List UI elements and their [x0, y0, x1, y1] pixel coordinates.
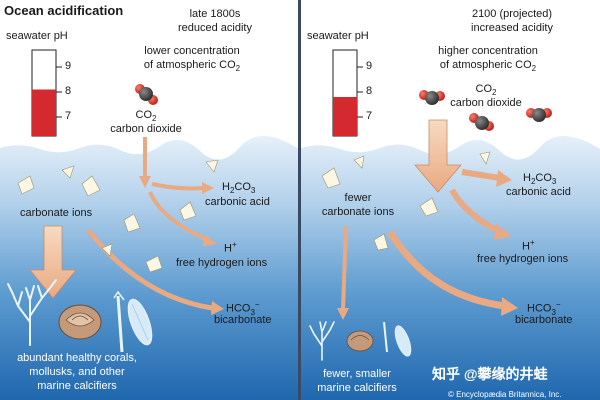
right-carbonate-line1: fewer	[344, 192, 372, 204]
right-era-line1: 2100 (projected)	[471, 8, 553, 20]
left-concentration-line2: of atmospheric CO2	[143, 59, 241, 74]
left-hydrogen-name: free hydrogen ions	[176, 257, 268, 269]
coral-left	[7, 279, 57, 346]
left-hydrogen-formula: H+	[224, 240, 237, 255]
right-ph-tick-7: 7	[366, 110, 373, 122]
right-concentration-line1: higher concentration	[438, 45, 538, 57]
right-carbonic-formula: H2CO3	[523, 172, 557, 187]
arrow-head-carbonic	[202, 182, 214, 194]
ph-thermometer-left	[31, 49, 62, 137]
arrow-head-co2	[139, 176, 151, 188]
left-bicarb-formula: HCO3−	[226, 300, 260, 317]
arrow-carbonate-to-bicarbonate	[86, 228, 213, 311]
left-carbonate-label: carbonate ions	[20, 207, 93, 219]
right-carbonic-name: carbonic acid	[506, 186, 571, 198]
arrow-r-head-hydrogen	[494, 224, 512, 240]
left-concentration-line1: lower concentration	[144, 45, 240, 57]
coccolith-left	[127, 298, 153, 346]
right-result-line1: fewer, smaller	[323, 368, 391, 380]
pteropod-left	[113, 290, 125, 353]
mollusk-shell-right	[346, 330, 374, 352]
right-concentration-line2: of atmospheric CO2	[439, 59, 537, 74]
right-carbonate-line2: carbonate ions	[321, 206, 395, 218]
carbonate-crystals-right	[321, 151, 491, 251]
arrow-r-head-calcifiers	[337, 308, 349, 320]
arrow-r-head-carbonic	[496, 170, 512, 187]
arrow-r-to-hydrogen	[449, 188, 502, 235]
right-co2-name: carbon dioxide	[450, 97, 522, 109]
coral-right	[309, 321, 335, 361]
arrow-to-hydrogen	[148, 191, 209, 242]
right-ph-label: seawater pH	[307, 30, 369, 42]
arrow-r-head-bicarbonate	[501, 297, 518, 316]
left-ph-label: seawater pH	[6, 30, 68, 42]
left-era-line1: late 1800s	[189, 8, 241, 20]
right-co2-formula: CO2	[475, 83, 497, 98]
coccolith-right	[394, 325, 412, 357]
carbonate-crystals-left	[17, 159, 219, 273]
arrow-to-carbonic-acid	[151, 182, 205, 191]
left-co2-formula: CO2	[135, 109, 157, 124]
watermark: 知乎 @攀缘的井蛙	[432, 366, 548, 382]
left-carbonic-formula: H2CO3	[222, 181, 256, 196]
left-era-line2: reduced acidity	[178, 22, 252, 34]
left-result-line1: abundant healthy corals,	[17, 352, 137, 364]
co2-molecule-right-2	[469, 113, 494, 131]
pteropod-right	[383, 321, 388, 353]
arrow-head-hydrogen	[203, 234, 217, 246]
right-bicarb-formula: HCO3−	[527, 300, 561, 317]
ph-thermometer-right	[332, 49, 363, 137]
right-hydrogen-name: free hydrogen ions	[477, 253, 569, 265]
right-ph-tick-8: 8	[366, 85, 373, 97]
left-result-line2: mollusks, and other	[29, 366, 125, 378]
diagram-title: Ocean acidification	[4, 3, 124, 18]
co2-molecule-left	[135, 84, 158, 105]
arrow-r-to-carbonic	[461, 169, 501, 181]
arrow-r-to-bicarbonate	[387, 230, 506, 310]
left-result-line3: marine calcifiers	[37, 380, 117, 392]
right-result-line2: marine calcifiers	[317, 382, 397, 394]
arrow-r-co2-big	[414, 119, 462, 193]
ph-level-left	[32, 89, 56, 136]
panel-divider	[298, 0, 301, 400]
right-bicarb-name: bicarbonate	[515, 314, 573, 326]
copyright: © Encyclopædia Britannica, Inc.	[448, 390, 562, 399]
left-ph-tick-8: 8	[65, 85, 72, 97]
co2-molecule-right-3	[526, 108, 552, 122]
right-ph-tick-9: 9	[366, 60, 373, 72]
left-ph-tick-7: 7	[65, 110, 72, 122]
left-carbonic-name: carbonic acid	[205, 196, 270, 208]
co2-molecule-right-1	[419, 90, 445, 105]
mollusk-shell-left	[58, 304, 102, 340]
left-ph-tick-9: 9	[65, 60, 72, 72]
ocean-water-right	[301, 135, 600, 400]
arrow-head-bicarbonate	[211, 301, 224, 315]
left-co2-name: carbon dioxide	[110, 123, 182, 135]
right-era-line2: increased acidity	[471, 22, 553, 34]
arrow-r-to-calcifiers	[341, 225, 348, 311]
right-hydrogen-formula: H+	[522, 238, 535, 253]
ph-level-right	[333, 97, 357, 136]
arrow-carbonate-to-corals	[29, 225, 77, 299]
left-bicarb-name: bicarbonate	[214, 314, 272, 326]
